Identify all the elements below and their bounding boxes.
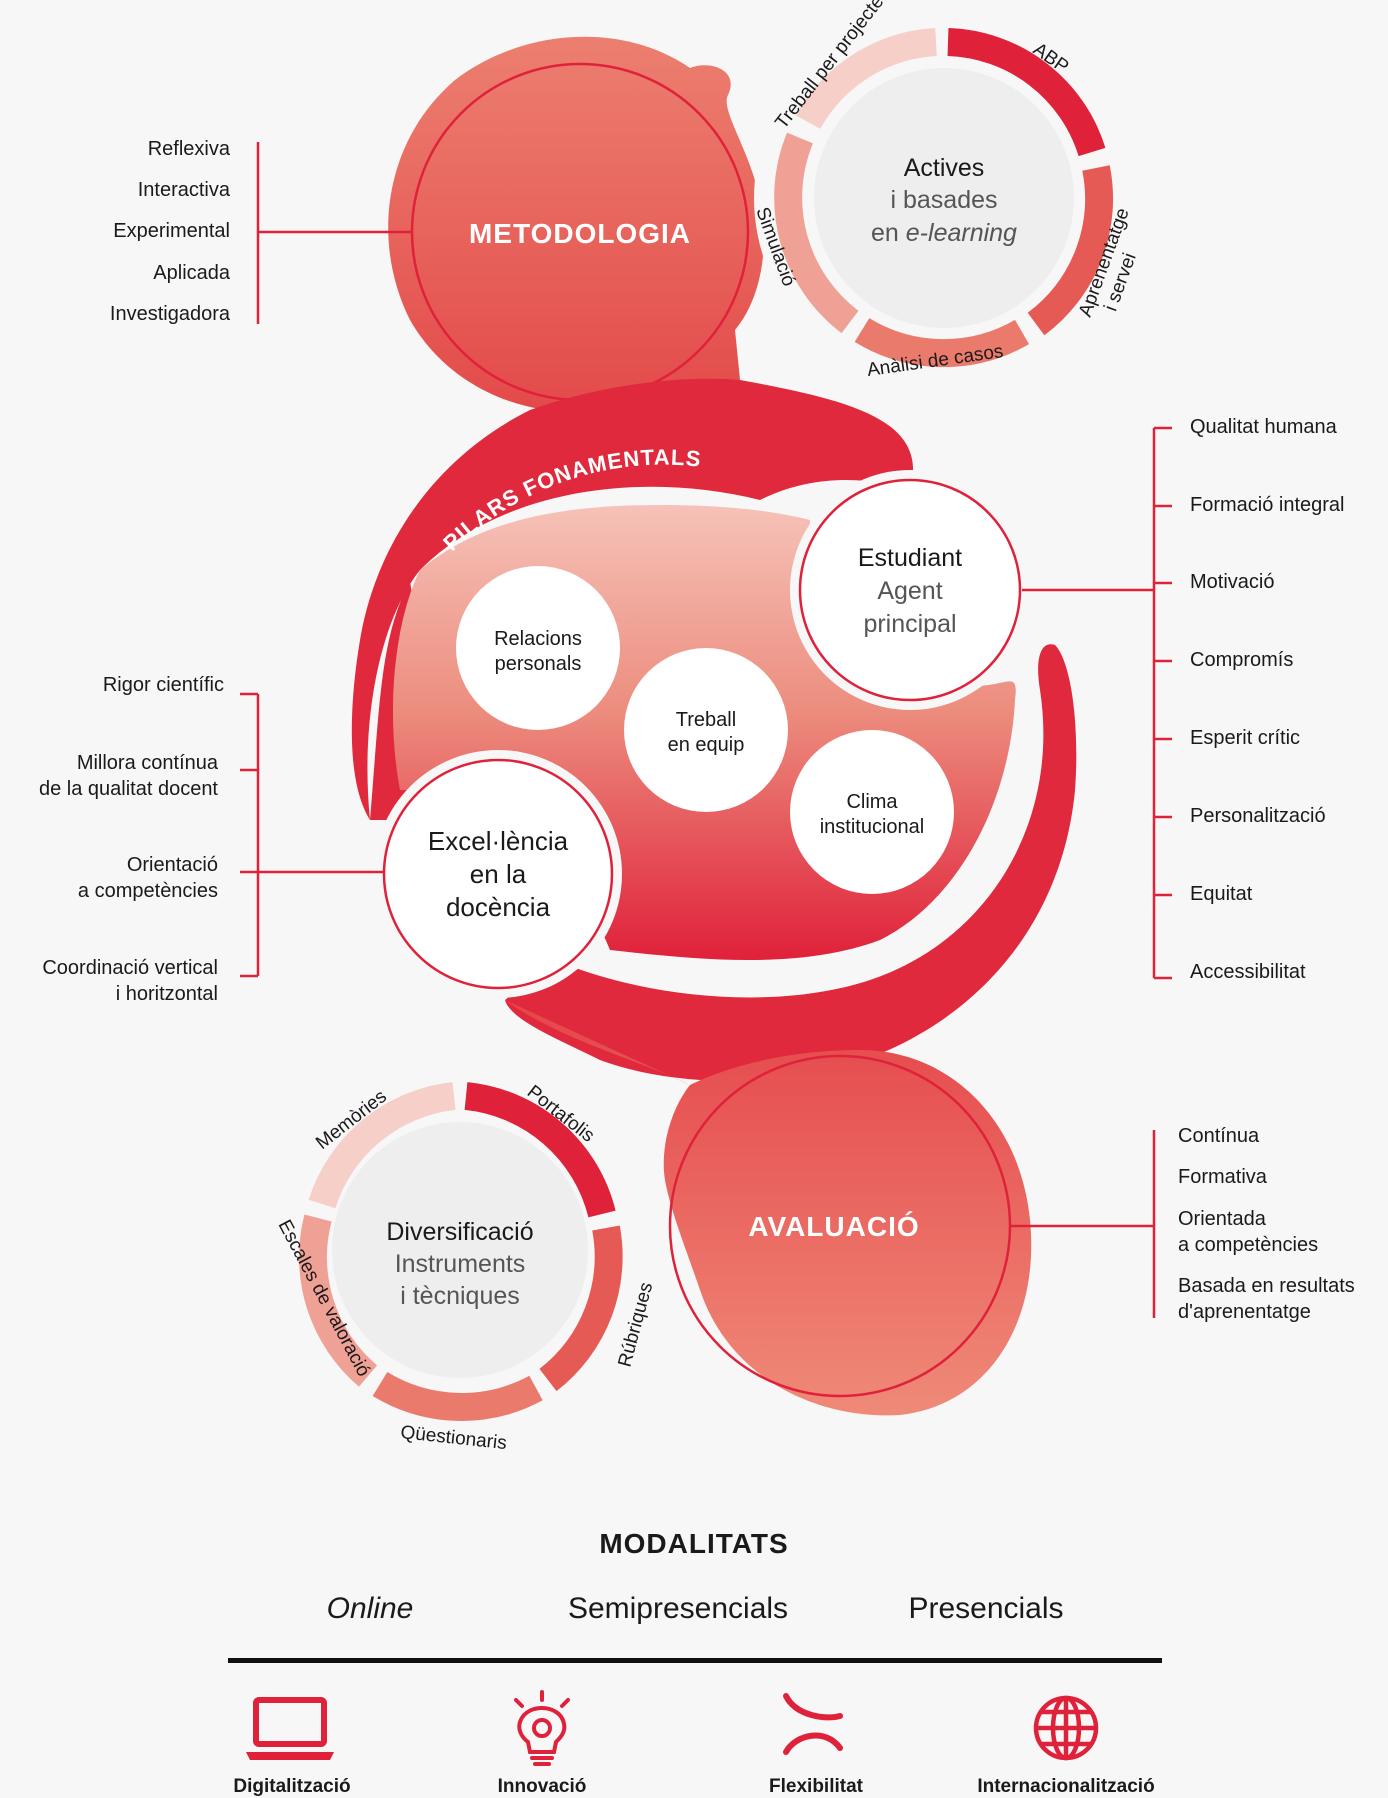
avaluacio-item: Basada en resultats d'aprenentatge bbox=[1178, 1275, 1355, 1323]
laptop-icon bbox=[242, 1690, 342, 1770]
diversificacio-ring bbox=[270, 1060, 650, 1440]
modalitats-divider bbox=[228, 1658, 1162, 1663]
modalitats-title: MODALITATS bbox=[599, 1528, 789, 1559]
flex-curves-icon bbox=[766, 1690, 866, 1770]
estudiant-item: Formació integral bbox=[1190, 494, 1345, 516]
excellencia-item: Rigor científic bbox=[102, 674, 224, 696]
connector-lines bbox=[240, 142, 1172, 1318]
metodologia-item: Reflexiva bbox=[147, 138, 230, 160]
excellencia-item: Millora contínua de la qualitat docent bbox=[38, 752, 218, 800]
diversificacio-title: Diversificació bbox=[386, 1218, 533, 1246]
excellencia-title-3: docència bbox=[446, 892, 551, 922]
actives-subtitle-2: en e-learning bbox=[871, 219, 1017, 247]
estudiant-title: Estudiant bbox=[858, 544, 962, 572]
avaluacio-item: Orientada a competències bbox=[1178, 1208, 1319, 1256]
relacions-1: Relacions bbox=[494, 628, 582, 650]
treball-1: Treball bbox=[676, 709, 736, 731]
modalitat-online: Online bbox=[326, 1592, 414, 1625]
clima-2: institucional bbox=[820, 816, 925, 838]
estudiant-item: Personalització bbox=[1190, 805, 1326, 827]
metodologia-item: Investigadora bbox=[109, 303, 230, 325]
estudiant-subtitle-1: Agent bbox=[877, 577, 942, 605]
modalitat-presencials: Presencials bbox=[908, 1592, 1064, 1625]
excellencia-item: Orientació a competències bbox=[77, 854, 218, 902]
clima-1: Clima bbox=[846, 791, 898, 813]
feature-flexibilitat: Flexibilitat bbox=[769, 1776, 863, 1797]
pillar-circles bbox=[374, 470, 1030, 998]
metodologia-item: Aplicada bbox=[153, 262, 230, 284]
avaluacio-item: Contínua bbox=[1178, 1125, 1260, 1147]
relacions-2: personals bbox=[495, 653, 582, 675]
diversificacio-subtitle-2: i tècniques bbox=[400, 1282, 520, 1310]
estudiant-item: Compromís bbox=[1190, 649, 1294, 671]
estudiant-subtitle-2: principal bbox=[863, 610, 956, 638]
feature-innovacio: Innovació bbox=[497, 1776, 587, 1797]
metodologia-title: METODOLOGIA bbox=[469, 218, 691, 249]
diversificacio-subtitle-1: Instruments bbox=[395, 1250, 526, 1278]
estudiant-item: Accessibilitat bbox=[1190, 961, 1306, 983]
actives-ring bbox=[754, 8, 1134, 388]
actives-subtitle-1: i basades bbox=[890, 186, 997, 214]
metodologia-item: Interactiva bbox=[137, 179, 230, 201]
actives-title: Actives bbox=[904, 154, 985, 182]
excellencia-item: Coordinació vertical i horitzontal bbox=[42, 957, 218, 1005]
estudiant-item: Qualitat humana bbox=[1190, 416, 1337, 438]
modalitat-semipresencials: Semipresencials bbox=[567, 1592, 789, 1625]
feature-internacionalitzacio: Internacionalització bbox=[977, 1776, 1155, 1797]
avaluacio-title: AVALUACIÓ bbox=[748, 1211, 919, 1242]
lightbulb-icon bbox=[492, 1690, 592, 1770]
estudiant-item: Motivació bbox=[1190, 571, 1275, 593]
estudiant-item: Esperit crític bbox=[1190, 727, 1301, 749]
feature-digitalitzacio: Digitalització bbox=[233, 1776, 351, 1797]
treball-2: en equip bbox=[668, 734, 745, 756]
excellencia-title-1: Excel·lència bbox=[428, 826, 569, 856]
excellencia-title-2: en la bbox=[470, 859, 527, 889]
estudiant-item: Equitat bbox=[1190, 883, 1253, 905]
metodologia-item: Experimental bbox=[113, 220, 230, 242]
globe-icon bbox=[1016, 1690, 1116, 1770]
avaluacio-item: Formativa bbox=[1178, 1166, 1267, 1188]
